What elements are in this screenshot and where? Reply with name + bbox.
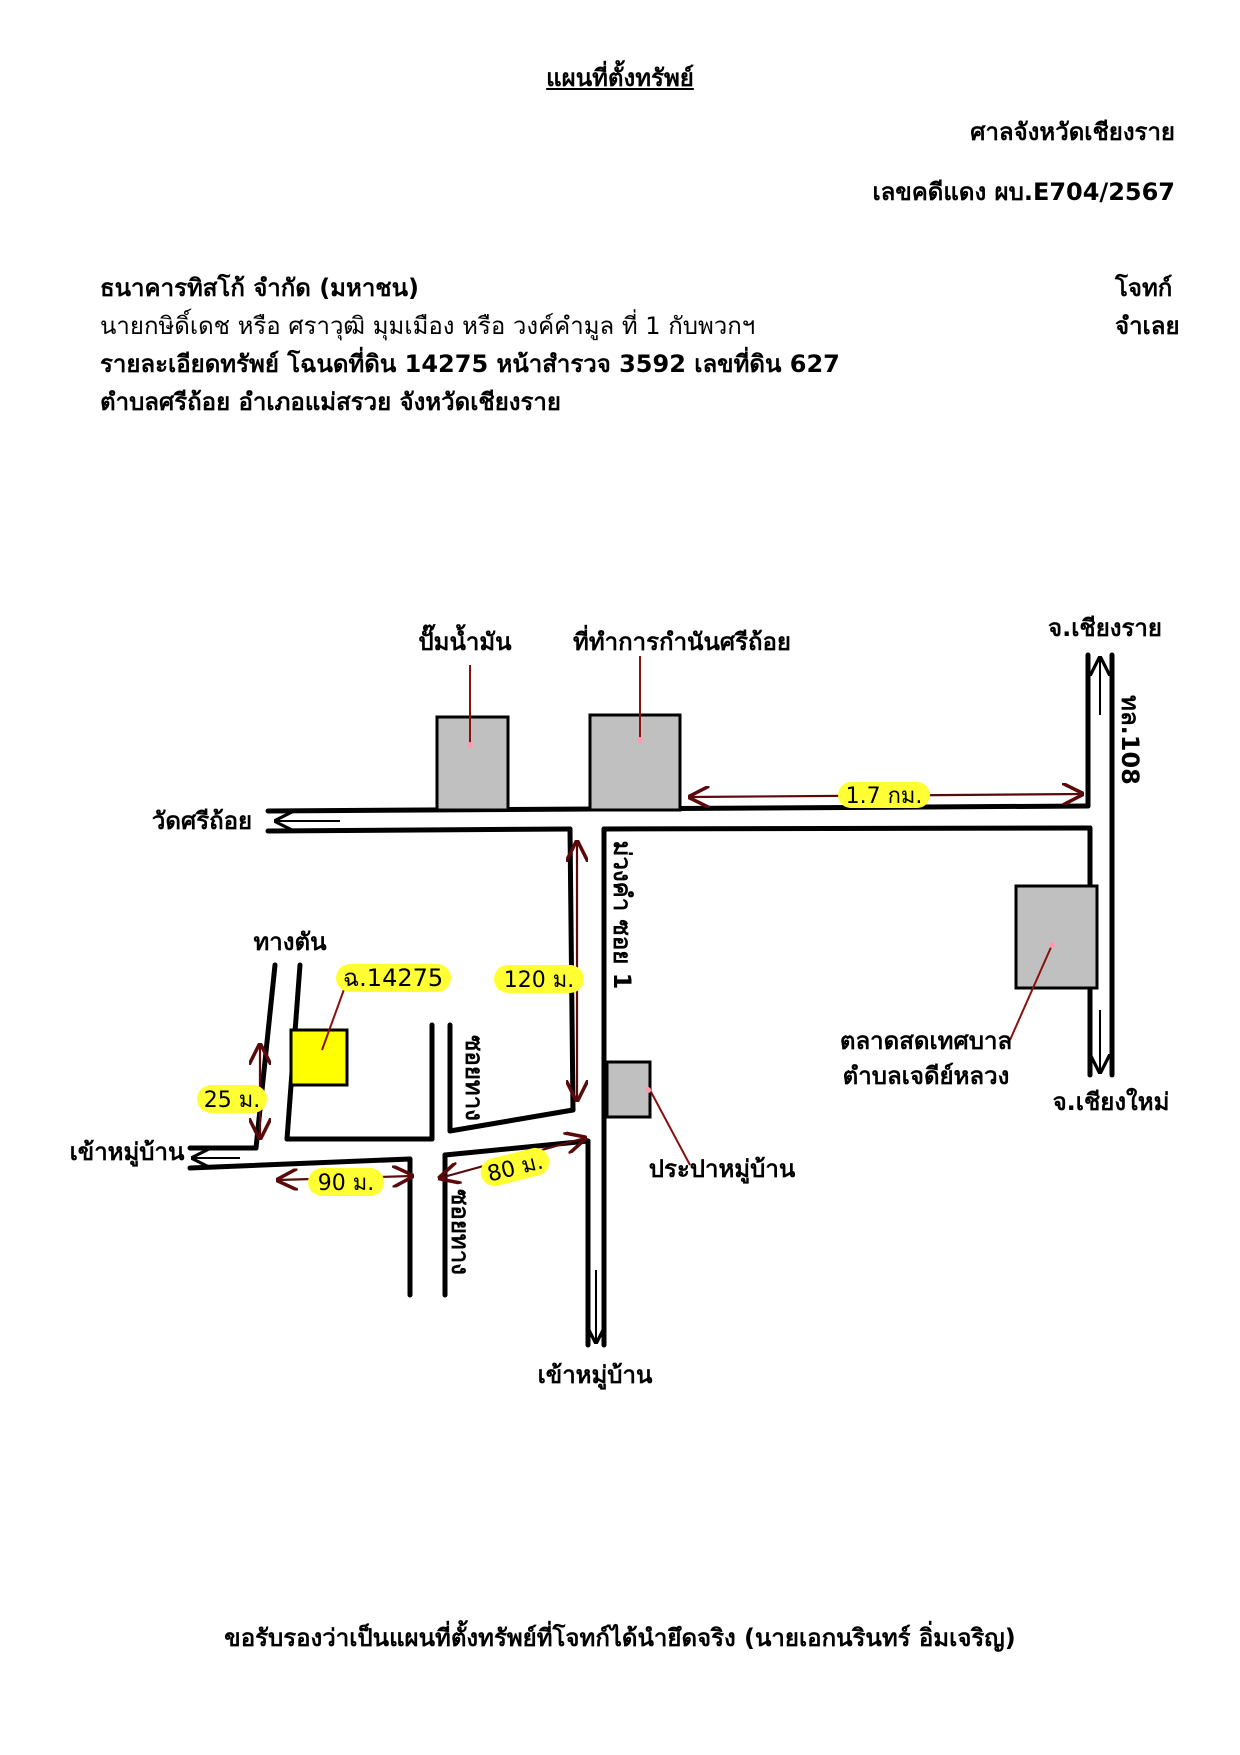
label-village-entry-left: เข้าหมู่บ้าน [70,1138,185,1167]
label-chiang-rai: จ.เชียงราย [1048,614,1162,642]
market-building [1014,884,1099,990]
village-road-south-edge-west [187,1156,413,1171]
plaintiff-role: โจทก์ [1115,274,1173,302]
kamnan-office-building [588,713,682,812]
label-plot: ฉ.14275 [343,964,443,992]
pointer-plot [321,983,347,1051]
court-name: ศาลจังหวัดเชียงราย [970,118,1175,146]
distance-left-segment: 90 ม. [318,1171,374,1196]
label-alley-upper: ซอยทาง [460,1035,488,1121]
distance-to-highway: 1.7 กม. [846,784,923,809]
pointer-market [1009,944,1053,1041]
badge-soi-length [494,965,584,993]
badge-to-highway [838,782,930,808]
case-number: เลขคดีแดง ผบ.E704/2567 [872,178,1175,206]
label-water-supply: ประปาหมู่บ้าน [649,1155,796,1184]
distance-soi-length: 120 ม. [504,968,574,993]
water-supply-building [605,1060,652,1119]
distance-mid-segment: 80 ม. [485,1149,546,1187]
label-market-line2: ตำบลเจดีย์หลวง [843,1062,1010,1090]
label-highway: ทล.108 [1116,695,1144,785]
distance-badges [197,782,930,1196]
label-gas-station: ปั๊มน้ำมัน [418,623,512,656]
gas-station-building [435,715,510,812]
property-detail: รายละเอียดทรัพย์ โฉนดที่ดิน 14275 หน้าสำ… [100,350,840,378]
main-road-south-edge-west [265,826,573,834]
label-chiang-mai: จ.เชียงใหม่ [1053,1087,1170,1116]
property-location: ตำบลศรีถ้อย อำเภอแม่สรวย จังหวัดเชียงราย [100,388,561,416]
property-plot [289,1028,349,1087]
document-title: แผนที่ตั้งทรัพย์ [546,64,694,92]
direction-arrows [193,658,1100,1342]
distance-plot-depth: 25 ม. [204,1088,260,1113]
label-village-entry-bottom: เข้าหมู่บ้าน [538,1361,653,1390]
defendant-name: นายกษิดิ์เดช หรือ ศราวุฒิ มุมเมือง หรือ … [100,312,756,340]
dead-end-west-edge [253,962,278,1151]
main-road-south-edge-east [601,825,1093,832]
badge-plot-depth [197,1085,267,1113]
badge-left-segment [308,1168,384,1196]
certification-statement: ขอรับรองว่าเป็นแผนที่ตั้งทรัพย์ที่โจทก์ไ… [224,1624,1016,1652]
label-temple: วัดศรีถ้อย [152,807,252,835]
label-alley-lower: ซอยทาง [446,1189,474,1275]
pointer-water-supply [649,1089,691,1166]
badge-plot-label [336,964,451,992]
plaintiff-name: ธนาคารทิสโก้ จำกัด (มหาชน) [100,274,419,302]
label-dead-end: ทางตัน [253,928,327,956]
badge-mid-segment [480,1147,550,1187]
defendant-role: จำเลย [1115,312,1180,340]
pointers [321,656,1055,1166]
label-soi-name: ม่วงคำ ซอย 1 [608,841,636,990]
label-market-line1: ตลาดสดเทศบาล [840,1027,1012,1055]
alley-junction-edge [447,1107,576,1134]
label-kamnan-office: ที่ทำการกำนันศรีถ้อย [573,624,791,656]
